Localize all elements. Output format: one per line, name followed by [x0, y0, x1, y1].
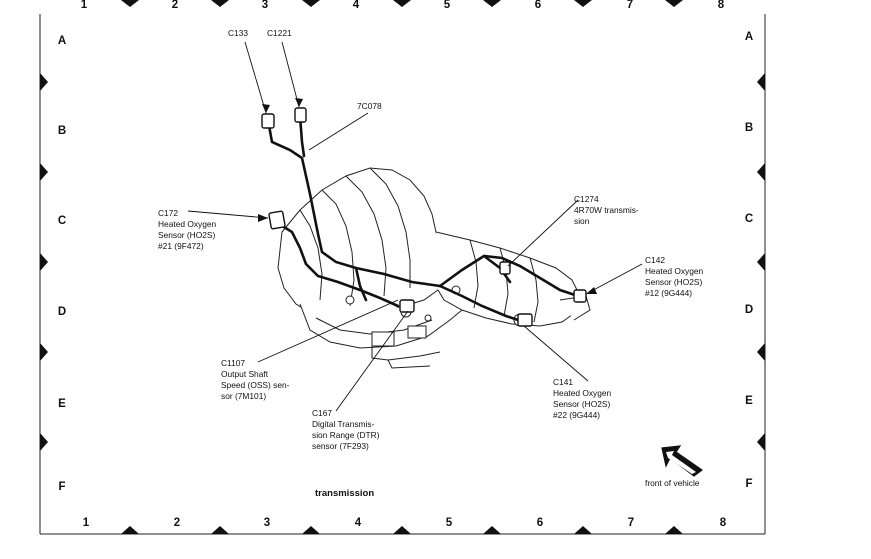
callout-c172-line-4: #21 (9F472) [158, 241, 204, 251]
diagram-caption: transmission [315, 488, 375, 499]
grid-row-right-b: B [744, 122, 754, 134]
callout-c172-line-2: Heated Oxygen [158, 219, 217, 229]
grid-col-bottom-1: 1 [82, 517, 90, 529]
leader-lines [187, 41, 643, 412]
grid-row-left-e: E [58, 398, 66, 410]
callout-c1274: C1274 4R70W transmis- sion [574, 194, 639, 227]
grid-col-top-2: 2 [171, 0, 179, 11]
grid-row-left-b: B [57, 125, 67, 137]
callout-c1274-line-1: C1274 [574, 194, 599, 204]
grid-row-left-d: D [57, 306, 67, 318]
orientation-label: front of vehicle [645, 478, 700, 488]
callout-c1274-line-2: 4R70W transmis- [574, 205, 639, 215]
callout-c1107-line-3: Speed (OSS) sen- [221, 380, 290, 390]
callout-c141: C141 Heated Oxygen Sensor (HO2S) #22 (9G… [553, 377, 611, 421]
callout-c1107-line-4: sor (7M101) [221, 391, 267, 401]
grid-row-right-c: C [744, 213, 754, 225]
callout-c1107-line-1: C1107 [221, 358, 246, 368]
callout-c133: C133 [228, 28, 249, 38]
callout-c167-line-4: sensor (7F293) [312, 441, 369, 451]
grid-col-bottom-2: 2 [173, 517, 181, 529]
transmission-illustration [277, 167, 591, 369]
frame-markers [40, 0, 765, 534]
callout-c1107-line-2: Output Shaft [221, 369, 269, 379]
grid-col-bottom-7: 7 [627, 517, 635, 529]
grid-col-bottom-3: 3 [263, 517, 271, 529]
grid-row-left-a: A [57, 35, 67, 47]
callout-c172-line-1: C172 [158, 208, 179, 218]
grid-col-top-8: 8 [717, 0, 725, 11]
grid-col-bottom-8: 8 [719, 517, 727, 529]
grid-col-top-5: 5 [443, 0, 451, 11]
callout-c142-line-2: Heated Oxygen [645, 266, 704, 276]
grid-col-top-3: 3 [261, 0, 269, 11]
grid-col-bottom-5: 5 [445, 517, 453, 529]
grid-row-right-e: E [745, 395, 753, 407]
callout-c172-line-3: Sensor (HO2S) [158, 230, 216, 240]
leader-arrowheads [258, 98, 597, 294]
callout-c167-line-2: Digital Transmis- [312, 419, 375, 429]
callout-c167: C167 Digital Transmis- sion Range (DTR) … [312, 408, 380, 452]
callout-c142-line-3: Sensor (HO2S) [645, 277, 703, 287]
grid-row-left-f: F [58, 481, 66, 493]
callout-c1221: C1221 [267, 28, 292, 38]
callout-c167-line-1: C167 [312, 408, 333, 418]
callout-c1107: C1107 Output Shaft Speed (OSS) sen- sor … [221, 358, 289, 402]
grid-row-left-c: C [57, 215, 67, 227]
callout-c141-line-2: Heated Oxygen [553, 388, 612, 398]
callout-c141-line-4: #22 (9G444) [553, 410, 601, 420]
callout-7c078: 7C078 [357, 101, 382, 111]
arrow-icon [661, 445, 704, 477]
callout-c142-line-4: #12 (9G444) [645, 288, 693, 298]
wiring-harness [266, 114, 580, 324]
grid-row-right-a: A [744, 31, 754, 43]
grid-col-top-4: 4 [352, 0, 360, 11]
grid-row-right-f: F [745, 478, 753, 490]
callout-c167-line-3: sion Range (DTR) [312, 430, 380, 440]
grid-col-top-1: 1 [80, 0, 88, 11]
callout-c1274-line-3: sion [574, 216, 590, 226]
grid-col-top-6: 6 [534, 0, 542, 11]
callout-c141-line-1: C141 [553, 377, 574, 387]
callout-c141-line-3: Sensor (HO2S) [553, 399, 611, 409]
callout-c142: C142 Heated Oxygen Sensor (HO2S) #12 (9G… [645, 255, 703, 299]
grid-col-bottom-4: 4 [354, 517, 362, 529]
grid-col-top-7: 7 [626, 0, 634, 11]
callout-c172: C172 Heated Oxygen Sensor (HO2S) #21 (9F… [158, 208, 216, 252]
grid-col-bottom-6: 6 [536, 517, 544, 529]
connectors [261, 107, 587, 327]
callout-c142-line-1: C142 [645, 255, 666, 265]
grid-row-right-d: D [744, 304, 754, 316]
